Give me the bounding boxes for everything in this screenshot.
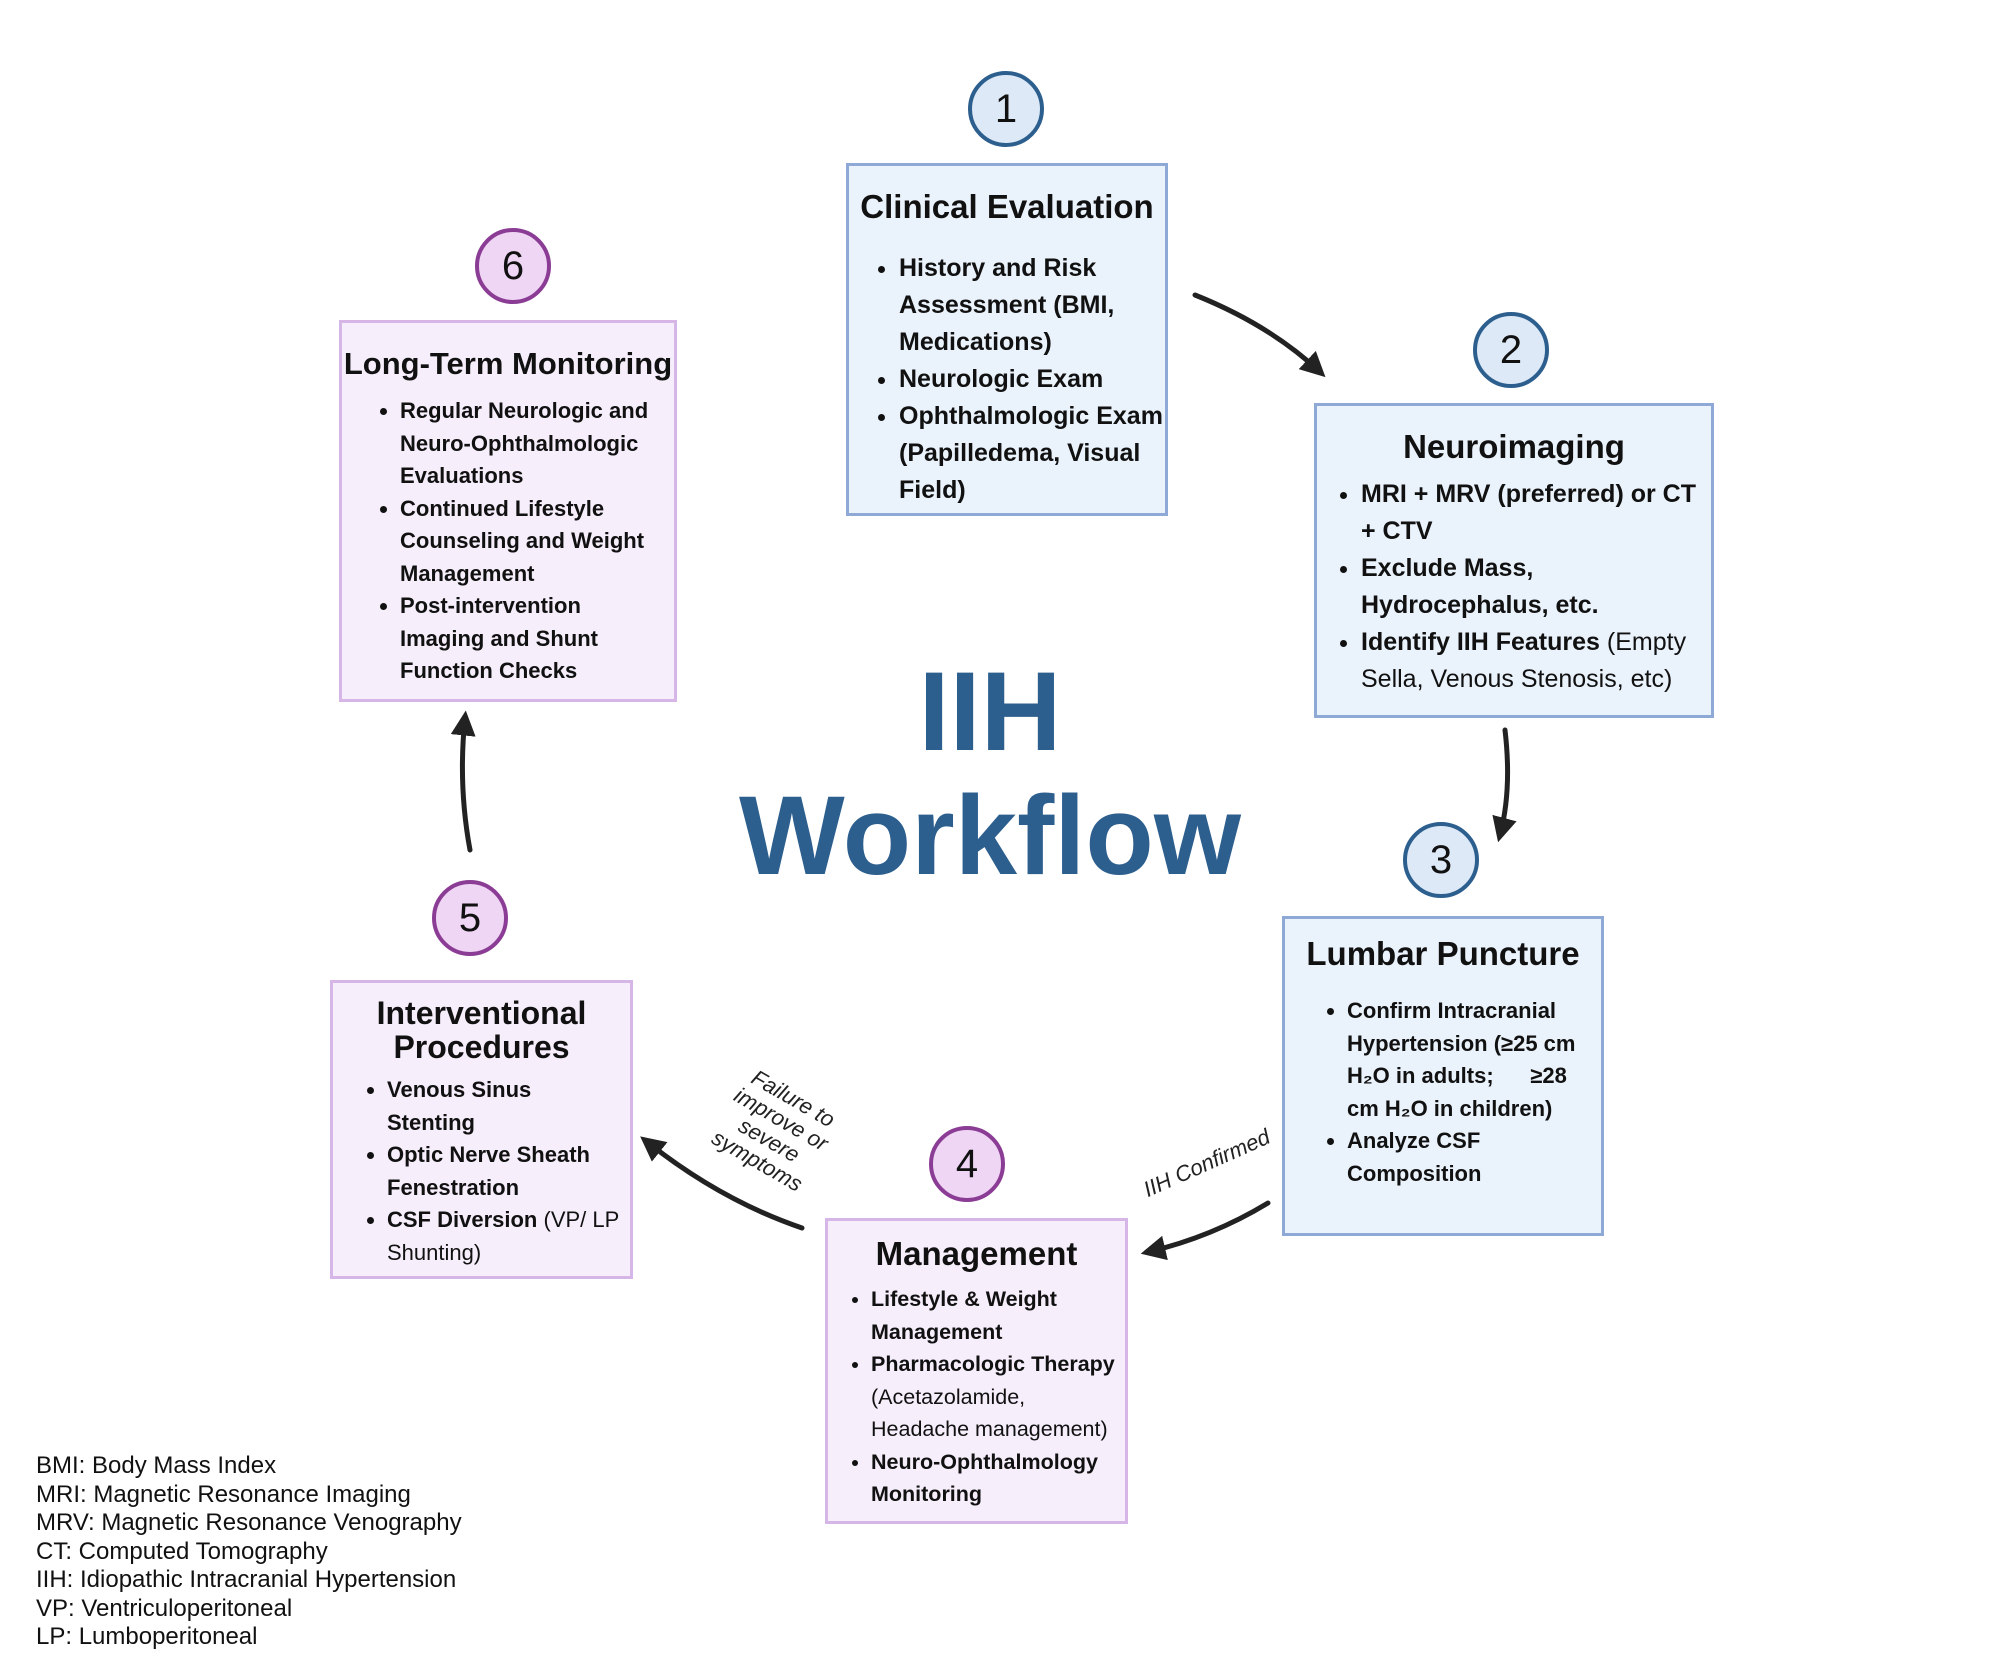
step-1-number: 1 (968, 71, 1044, 147)
step-2-list: MRI + MRV (preferred) or CT + CTV Exclud… (1317, 476, 1711, 698)
step-2-item: Identify IIH Features (Empty Sella, Veno… (1361, 624, 1701, 698)
legend-item: MRV: Magnetic Resonance Venography (36, 1509, 462, 1536)
step-3-title: Lumbar Puncture (1306, 935, 1580, 972)
step-1-box: Clinical Evaluation History and Risk Ass… (846, 163, 1168, 516)
step-4-title: Management (875, 1235, 1078, 1272)
arrow-step2-to-step3 (1492, 727, 1517, 843)
step-5-item: Venous Sinus Stenting (387, 1074, 620, 1139)
step-3-box: Lumbar Puncture Confirm Intracranial Hyp… (1282, 916, 1604, 1236)
step-5-box: Interventional Procedures Venous Sinus S… (330, 980, 633, 1279)
step-1-item: Neurologic Exam (899, 361, 1165, 398)
step-6-box: Long-Term Monitoring Regular Neurologic … (339, 320, 677, 702)
step-5-number: 5 (432, 880, 508, 956)
step-6-title: Long-Term Monitoring (343, 346, 673, 381)
step-4-number: 4 (929, 1126, 1005, 1202)
step-3-number: 3 (1403, 822, 1479, 898)
step-3-list: Confirm Intracranial Hypertension (≥25 c… (1285, 995, 1601, 1190)
step-2-item: MRI + MRV (preferred) or CT + CTV (1361, 476, 1701, 550)
step-4-box: Management Lifestyle & Weight Management… (825, 1218, 1128, 1524)
step-3-item: Confirm Intracranial Hypertension (≥25 c… (1347, 995, 1583, 1125)
legend-item: LP: Lumboperitoneal (36, 1623, 258, 1650)
step-5-list: Venous Sinus Stenting Optic Nerve Sheath… (333, 1074, 630, 1269)
step-2-box: Neuroimaging MRI + MRV (preferred) or CT… (1314, 403, 1714, 718)
step-1-title: Clinical Evaluation (860, 188, 1154, 225)
legend-item: MRI: Magnetic Resonance Imaging (36, 1480, 411, 1508)
legend-item: CT: Computed Tomography (36, 1537, 328, 1565)
legend-item: VP: Ventriculoperitoneal (36, 1594, 293, 1622)
arrow-step4-to-step5 (640, 1136, 805, 1231)
step-6-item: Continued Lifestyle Counseling and Weigh… (400, 493, 666, 591)
step-5-item: Optic Nerve Sheath Fenestration (387, 1139, 620, 1204)
step-6-item: Post-intervention Imaging and Shunt Func… (400, 590, 666, 688)
step-1-item: Ophthalmologic Exam (Papilledema, Visual… (899, 398, 1165, 509)
step-4-list: Lifestyle & Weight Management Pharmacolo… (828, 1283, 1125, 1511)
abbreviation-legend: BMI: Body Mass Index MRI: Magnetic Reson… (36, 1452, 462, 1652)
diagram-title-line2: Workflow (739, 773, 1241, 898)
step-5-title: Interventional Procedures (376, 995, 587, 1065)
arrow-step3-to-step4 (1140, 1200, 1271, 1261)
step-2-item: Exclude Mass, Hydrocephalus, etc. (1361, 550, 1701, 624)
legend-item: BMI: Body Mass Index (36, 1452, 277, 1479)
step-6-list: Regular Neurologic and Neuro-Ophthalmolo… (342, 395, 674, 688)
step-3-item: Analyze CSF Composition (1347, 1125, 1583, 1190)
diagram-title: IIH Workflow (700, 650, 1280, 898)
arrow-step5-to-step6 (450, 710, 476, 853)
step-6-item: Regular Neurologic and Neuro-Ophthalmolo… (400, 395, 666, 493)
step-4-item: Pharmacologic Therapy (Acetazolamide, He… (871, 1348, 1121, 1446)
step-6-number: 6 (475, 228, 551, 304)
step-1-item: History and Risk Assessment (BMI, Medica… (899, 250, 1165, 361)
step-1-list: History and Risk Assessment (BMI, Medica… (849, 250, 1165, 509)
arrow-step1-to-step2 (1192, 292, 1326, 378)
step-5-item: CSF Diversion (VP/ LP Shunting) (387, 1204, 620, 1269)
step-2-number: 2 (1473, 312, 1549, 388)
legend-item: IIH: Idiopathic Intracranial Hypertensio… (36, 1566, 457, 1593)
step-2-title: Neuroimaging (1403, 428, 1625, 465)
diagram-title-line1: IIH (918, 649, 1062, 774)
step-4-item: Lifestyle & Weight Management (871, 1283, 1121, 1348)
step-4-item: Neuro-Ophthalmology Monitoring (871, 1446, 1121, 1511)
